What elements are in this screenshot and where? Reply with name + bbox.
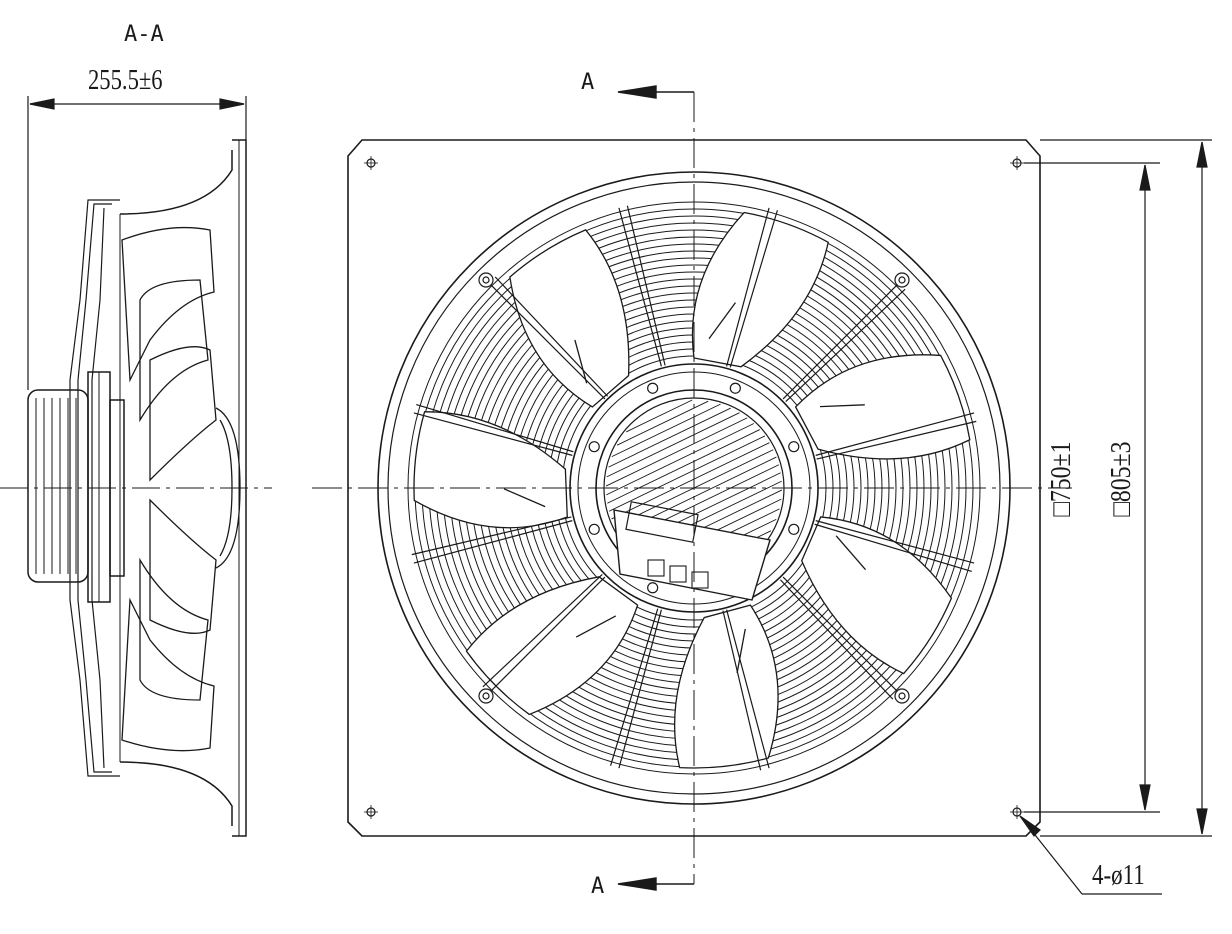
mounting-hole: [364, 805, 378, 819]
hole-spacing-dimension-value: □750±1: [1046, 441, 1077, 517]
hub-bolt: [588, 523, 600, 535]
mounting-hole: [1010, 156, 1024, 170]
motor-fin: [606, 423, 755, 496]
motor-fin: [608, 407, 731, 468]
motor-fin: [605, 417, 748, 487]
panel-size-dimension-value: □805±3: [1106, 441, 1137, 517]
guard-spoke: [411, 516, 573, 564]
side-motor: [27, 371, 125, 603]
mounting-panel: [347, 139, 1041, 837]
guard-foot: [894, 688, 910, 704]
mounting-holes-text: 4-ø11: [1092, 860, 1145, 891]
mounting-hole: [1010, 805, 1024, 819]
guard-spoke: [488, 276, 609, 400]
hole-spacing-dimension-text: □750±1: [1046, 441, 1077, 517]
guard-spoke: [609, 608, 662, 769]
side-guard-rings: [69, 199, 120, 777]
guard-foot: [894, 272, 910, 288]
electronics-box: [613, 509, 771, 601]
cutting-plane-label-bottom: A: [591, 874, 605, 899]
blade-rib: [708, 302, 736, 340]
fan-blade: [673, 604, 779, 769]
cutting-plane-arrows: [617, 85, 694, 891]
hub-bolt: [788, 523, 800, 535]
guard-foot-hole: [898, 692, 906, 700]
guard-spoke: [618, 205, 666, 367]
fan-blade: [413, 411, 568, 529]
fan-blade: [465, 576, 639, 716]
motor-fin: [607, 429, 760, 504]
hub-bolt: [588, 441, 600, 453]
guard-spoke: [814, 520, 975, 573]
guard-spoke: [815, 412, 977, 460]
fan-blade: [509, 229, 630, 408]
cutting-plane-label-top: A: [581, 70, 595, 95]
motor-fin: [606, 412, 740, 478]
hub-bolt: [729, 382, 741, 394]
blade-rib: [503, 488, 546, 508]
guard-foot: [478, 272, 494, 288]
panel-size-dimension-text: □805±3: [1106, 441, 1137, 517]
front-view: [312, 85, 1072, 891]
dim-depth-line: [27, 96, 247, 390]
blade-rib: [575, 615, 617, 638]
blade-rib: [835, 535, 867, 571]
guard-spoke: [779, 576, 900, 700]
motor-fin: [611, 442, 770, 520]
depth-dimension-text: 255.5±6: [88, 64, 163, 96]
guard-foot-hole: [482, 276, 490, 284]
hub-bolt: [788, 441, 800, 453]
blade-rib: [736, 628, 746, 674]
blade-rib: [574, 339, 588, 384]
guard-spoke: [782, 282, 906, 403]
hub-bolt: [647, 582, 659, 594]
blade-rib: [819, 404, 865, 408]
guard-spoke: [413, 403, 574, 456]
mounting-holes: [364, 156, 1024, 819]
guard-spoke: [726, 207, 779, 368]
motor-fin: [625, 399, 693, 433]
guard-foot-hole: [898, 276, 906, 284]
mounting-hole: [364, 156, 378, 170]
fan-blade: [691, 211, 829, 368]
motor-fin: [611, 403, 721, 458]
side-inlet-flare: [119, 150, 233, 215]
guard-foot: [478, 688, 494, 704]
guard-spokes: [411, 205, 977, 771]
guard-spoke: [482, 573, 606, 694]
guard-foot-hole: [482, 692, 490, 700]
side-view: [0, 96, 272, 837]
section-label: A-A: [124, 22, 164, 47]
motor-fin: [608, 435, 766, 512]
side-blades: [121, 226, 241, 752]
motor-fin: [616, 400, 709, 446]
hub-bolt: [647, 382, 659, 394]
dimension-lines: [1019, 139, 1212, 895]
guard-spoke: [722, 609, 770, 771]
fan-blade: [800, 516, 953, 675]
